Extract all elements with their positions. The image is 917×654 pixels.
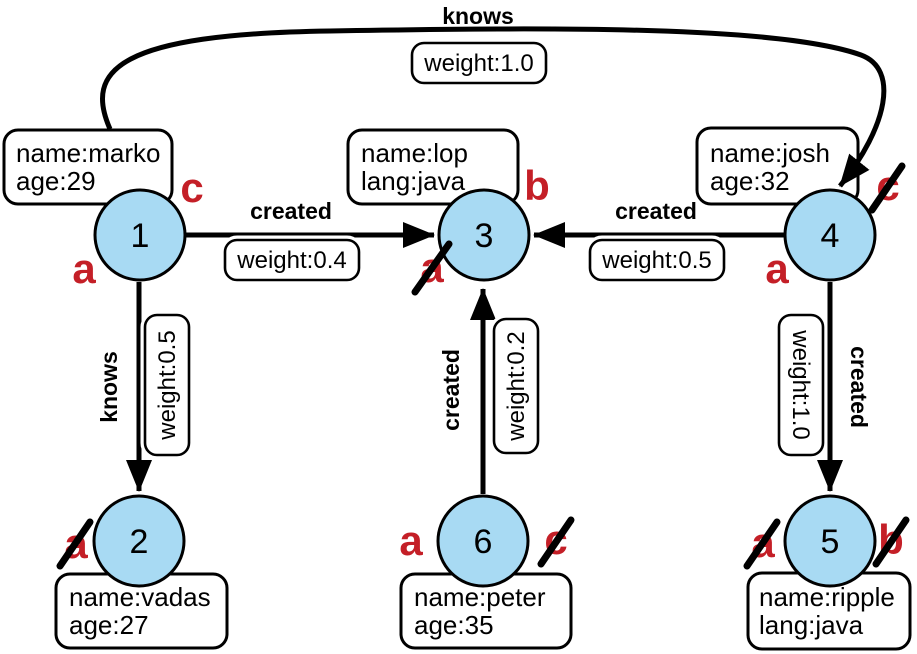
edge-weight-value: weight:1.0 <box>423 50 533 77</box>
node-id-2: 2 <box>130 523 149 561</box>
step-label-c-node6: c <box>537 514 575 568</box>
step-label-c-node1: c <box>179 162 206 213</box>
svg-text:b: b <box>524 162 550 209</box>
step-label-c-node4: c <box>868 160 906 214</box>
node-id-5: 5 <box>821 523 840 561</box>
svg-text:c: c <box>180 164 203 211</box>
edge-weight-box-1-4: weight:1.0 <box>407 38 551 88</box>
edge-weight-box-1-2: weight:0.5 <box>140 310 194 460</box>
node-circle-2 <box>92 494 186 588</box>
svg-text:a: a <box>765 245 789 292</box>
edge-weight-value: weight:0.4 <box>236 247 346 274</box>
svg-text:a: a <box>72 245 96 292</box>
step-label-a-node1: a <box>71 243 99 294</box>
node-5-properties-box: name:ripple lang:java <box>746 571 912 651</box>
edge-weight-value: weight:1.0 <box>787 329 814 439</box>
node-5-property-line: lang:java <box>759 610 864 640</box>
edge-weight-value: weight:0.2 <box>503 331 530 441</box>
edge-label-created-4-5: created <box>846 346 872 428</box>
strike-line <box>868 162 906 214</box>
edge-label-knows-1-2: knows <box>96 351 122 423</box>
edge-weight-value: weight:0.5 <box>154 330 181 440</box>
node-circle-3 <box>437 188 531 282</box>
step-label-b-node5: b <box>872 514 910 568</box>
edge-knows-1-4 <box>100 26 887 188</box>
node-circle-6 <box>436 494 530 588</box>
edge-label-created-4-3: created <box>615 198 697 224</box>
node-2-property-line: age:27 <box>69 610 149 640</box>
strike-line <box>743 518 781 570</box>
node-3-properties-box: name:lop lang:java <box>346 128 520 206</box>
edge-weight-box-6-3: weight:0.2 <box>489 314 543 458</box>
strike-line <box>56 518 94 570</box>
node-1-property-line: age:29 <box>16 166 96 196</box>
step-label-a-node6: a <box>398 515 426 566</box>
node-3-property-line: lang:java <box>361 166 466 196</box>
node-id-1: 1 <box>131 217 150 255</box>
node-4-property-line: age:32 <box>710 166 790 196</box>
node-6-properties-box: name:peter age:35 <box>399 572 573 650</box>
node-4-properties-box: name:josh age:32 <box>695 126 860 206</box>
svg-text:a: a <box>399 517 423 564</box>
node-id-3: 3 <box>475 217 494 255</box>
edge-label-created-6-3: created <box>438 349 464 431</box>
strike-line <box>872 516 910 568</box>
edge-label-created-1-3: created <box>250 198 332 224</box>
edge-weight-box-4-3: weight:0.5 <box>585 235 729 285</box>
step-label-b-node3: b <box>522 160 551 211</box>
node-2-properties-box: name:vadas age:27 <box>54 572 229 650</box>
step-label-a-node5: a <box>743 517 781 570</box>
node-id-6: 6 <box>474 523 493 561</box>
strike-line <box>537 516 575 568</box>
step-label-a-node3: a <box>411 240 453 296</box>
node-circle-1 <box>93 188 187 282</box>
node-4-property-line: name:josh <box>710 138 830 168</box>
node-id-4: 4 <box>821 217 840 255</box>
node-3-property-line: name:lop <box>361 138 468 168</box>
node-1-properties-box: name:marko age:29 <box>2 128 174 206</box>
node-6-property-line: age:35 <box>414 610 494 640</box>
edge-weight-value: weight:0.5 <box>601 247 711 274</box>
edge-weight-box-1-3: weight:0.4 <box>220 235 364 285</box>
step-label-a-node4: a <box>764 243 792 294</box>
strike-line <box>411 240 453 296</box>
edge-label-knows-1-4: knows <box>442 3 514 29</box>
node-circle-5 <box>783 494 877 588</box>
node-circle-4 <box>783 188 877 282</box>
edge-weight-box-4-5: weight:1.0 <box>774 310 828 460</box>
step-label-a-node2: a <box>56 518 94 570</box>
node-1-property-line: name:marko <box>16 138 161 168</box>
